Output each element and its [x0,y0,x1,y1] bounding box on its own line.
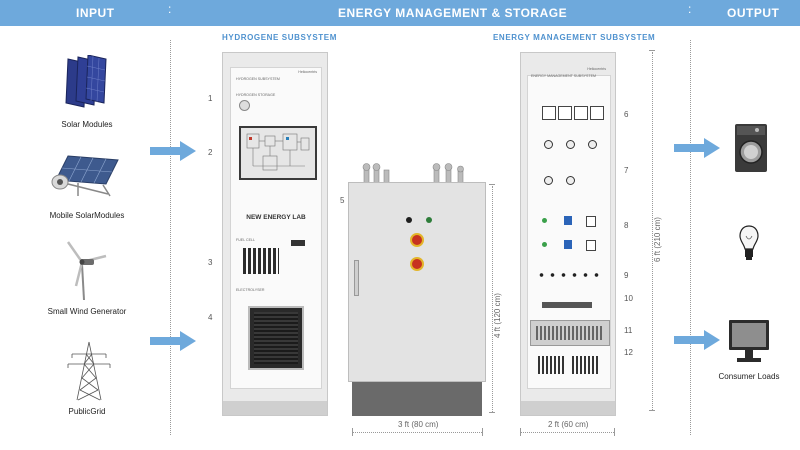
hydrogen-cabinet: Heliocentris HYDROGEN SUBSYSTEM HYDROGEN… [222,52,328,416]
energy-cabinet: Heliocentris ENERGY MANAGEMENT SUBSYSTEM [520,52,616,416]
separator-output [690,40,691,435]
mobile-solar-icon [51,155,119,197]
monitor-icon [729,320,769,362]
meter-3 [574,106,588,120]
right-height-label: 6 ft (210 cm) [653,217,662,262]
washing-machine-icon [735,124,767,172]
energy-num-12: 12 [624,348,633,357]
light-bulb-icon [739,225,759,260]
energy-brand: Heliocentris [587,67,606,71]
header-separator-left: : [168,2,172,16]
input-label-solar-modules: Solar Modules [61,120,113,129]
hydrogen-section-2: FUEL CELL [236,238,256,242]
schematic-diagram [246,133,310,171]
hydrogen-small-display [291,240,305,246]
energy-cabinet-base [521,401,615,415]
energy-num-6: 6 [624,110,629,119]
meter-row [542,106,604,120]
hydrogen-section-1: HYDROGEN STORAGE [236,93,276,97]
right-width-label: 2 ft (60 cm) [546,420,591,429]
arrow-output-2 [674,330,720,350]
arrow-output-1 [674,138,720,158]
battery-grille-right [572,356,598,374]
hydrogen-num-1: 1 [208,94,213,103]
hydrogen-num-2: 2 [208,148,213,157]
middle-cabinet-handle [354,260,359,296]
input-heading: INPUT [76,6,115,20]
hydrogen-num-4: 4 [208,313,213,322]
power-pylon-icon [67,341,111,401]
center-heading: ENERGY MANAGEMENT & STORAGE [338,6,568,20]
header-bar [0,0,800,26]
hydrogen-vent-grille [243,248,279,274]
rack-unit [530,320,610,346]
input-label-small-wind-generator: Small Wind Generator [47,307,127,316]
hydrogen-section-3: ELECTROLYSER [236,288,265,292]
middle-cabinet-body [348,182,486,382]
output-heading: OUTPUT [727,6,780,20]
separator-input [170,40,171,435]
hydrogen-cabinet-base [223,401,327,415]
indicator-light-right [426,217,432,223]
energy-cabinet-panel: Heliocentris ENERGY MANAGEMENT SUBSYSTEM [527,67,611,389]
emergency-stop-bottom [410,257,424,271]
energy-num-9: 9 [624,271,629,280]
display-strip [542,302,592,308]
energy-num-7: 7 [624,166,629,175]
hydrogen-screen [239,126,317,180]
emergency-stop-top [410,233,424,247]
arrow-input-2 [150,331,196,351]
battery-grille-left [538,356,564,374]
hydrogen-cabinet-title: HYDROGEN SUBSYSTEM [236,77,280,81]
energy-num-10: 10 [624,294,633,303]
screen-title: NEW ENERGY LAB [246,214,306,221]
indicator-light-left [406,217,412,223]
middle-cabinet-fittings [362,163,464,184]
middle-width-label: 3 ft (80 cm) [396,420,441,429]
hydrogen-gauge [239,100,250,111]
meter-2 [558,106,572,120]
middle-cabinet-base [352,382,482,416]
middle-height-label: 4 ft (120 cm) [493,293,502,338]
hydrogen-brand: Heliocentris [298,70,317,74]
hydrogen-subsystem-title: HYDROGENE SUBSYSTEM [222,33,337,42]
middle-num-5: 5 [340,196,345,205]
energy-subsystem-title: ENERGY MANAGEMENT SUBSYSTEM [493,33,656,42]
meter-1 [542,106,556,120]
hydrogen-storage-door [248,306,304,370]
energy-num-11: 11 [624,326,633,335]
meter-4 [590,106,604,120]
jack-row [536,272,602,278]
input-label-public-grid: PublicGrid [68,407,106,416]
energy-num-8: 8 [624,221,629,230]
header-separator-right: : [688,2,692,16]
hydrogen-num-3: 3 [208,258,213,267]
arrow-input-1 [150,141,196,161]
output-label-consumer-loads: Consumer Loads [718,372,780,381]
input-label-mobile-solar-modules: Mobile SolarModules [49,211,125,220]
energy-cabinet-title: ENERGY MANAGEMENT SUBSYSTEM [531,74,596,78]
solar-panel-icon [65,55,107,108]
wind-turbine-icon [66,241,107,301]
hydrogen-cabinet-panel: Heliocentris HYDROGEN SUBSYSTEM HYDROGEN… [230,67,322,389]
